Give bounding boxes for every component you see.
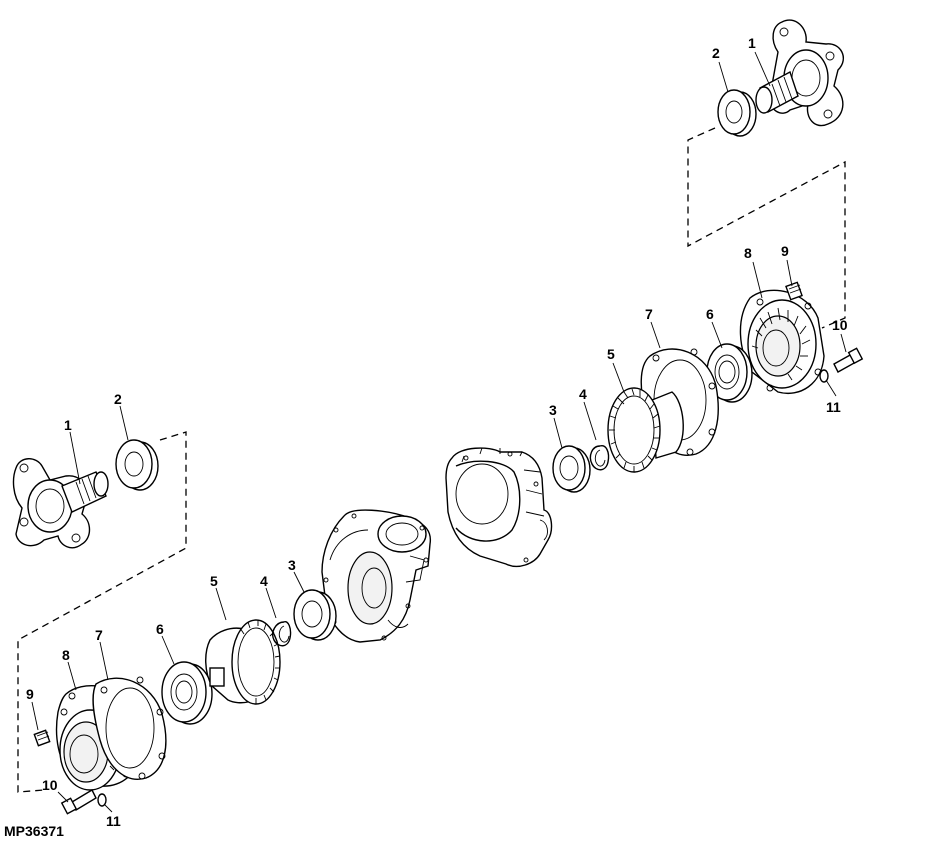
callout-right-5: 5 [607, 346, 615, 362]
callout-left-1: 1 [64, 417, 72, 433]
callout-right-8: 8 [744, 245, 752, 261]
bolt-right [833, 347, 864, 373]
bolt-left [60, 789, 97, 815]
callout-left-6: 6 [156, 621, 164, 637]
callout-right-10: 10 [832, 317, 848, 333]
callout-left-9: 9 [26, 686, 34, 702]
bearing-right [706, 343, 753, 403]
callout-left-8: 8 [62, 647, 70, 663]
callout-left-5: 5 [210, 573, 218, 589]
callout-right-2: 2 [712, 45, 720, 61]
callout-left-2: 2 [114, 391, 122, 407]
bearing-small-right [552, 445, 591, 493]
seal-left [115, 439, 159, 491]
gasket-left [92, 676, 167, 780]
callout-right-3: 3 [549, 402, 557, 418]
bearing-left [161, 661, 213, 725]
callout-left-4: 4 [260, 573, 268, 589]
plug-right [785, 281, 803, 301]
snap-ring-left [272, 621, 292, 647]
snap-ring-right [589, 445, 610, 471]
callout-right-1: 1 [748, 35, 756, 51]
ring-gear-right [607, 387, 684, 473]
callout-right-7: 7 [645, 306, 653, 322]
ring-gear-left [205, 619, 281, 705]
plug-left [33, 729, 51, 747]
callout-labels: 1 2 8 9 10 11 6 7 5 4 3 1 2 3 4 5 6 7 8 … [26, 35, 848, 829]
callout-right-6: 6 [706, 306, 714, 322]
callout-right-9: 9 [781, 243, 789, 259]
axle-housing-cover-right [739, 289, 825, 394]
leader-lines [31, 51, 847, 813]
washer-left [97, 793, 107, 807]
assembly-dashed-lines [17, 127, 846, 793]
bearing-small-left [293, 589, 337, 641]
callout-right-11: 11 [826, 399, 841, 415]
washer-right [819, 369, 829, 383]
callout-right-4: 4 [579, 386, 587, 402]
transaxle-case-right-half [445, 447, 553, 568]
callout-left-10: 10 [42, 777, 58, 793]
transaxle-case-left-half [321, 509, 432, 643]
figure-id: MP36371 [4, 823, 64, 839]
callout-left-3: 3 [288, 557, 296, 573]
flange-yoke-left [12, 458, 109, 549]
callout-left-7: 7 [95, 627, 103, 643]
callout-left-11: 11 [106, 813, 121, 829]
flange-yoke-top [755, 19, 844, 127]
seal-top [717, 89, 757, 137]
